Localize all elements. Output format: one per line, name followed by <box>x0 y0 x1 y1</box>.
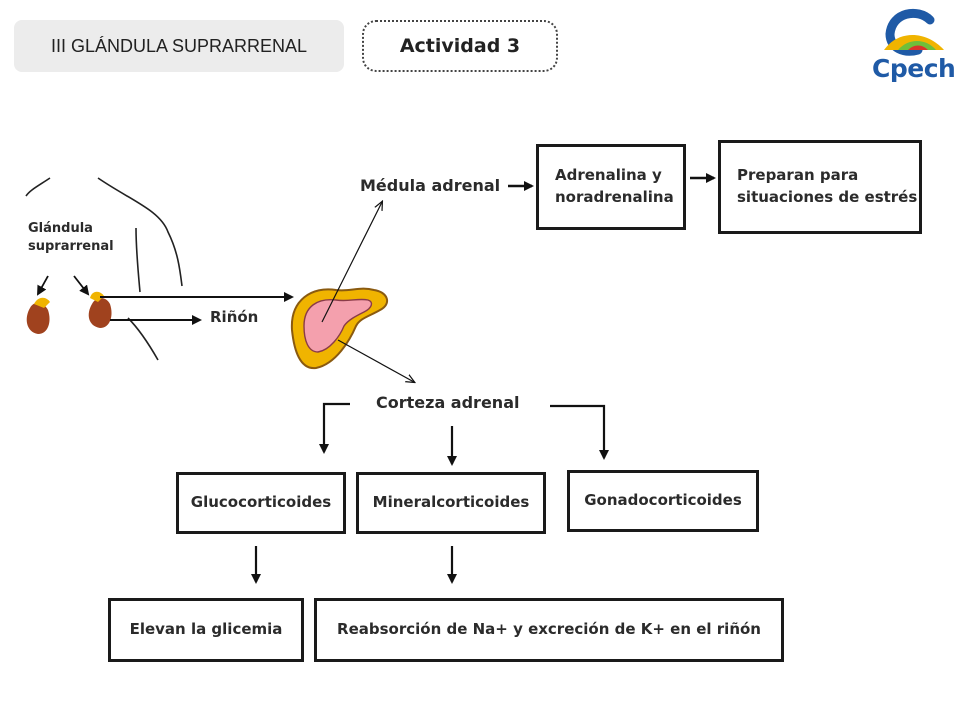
gland-pointer-arrows <box>37 275 90 296</box>
gonadocorticoids-box: Gonadocorticoides <box>567 470 759 532</box>
kidney-label: Riñón <box>210 308 259 326</box>
adrenaline-text: Adrenalina y noradrenalina <box>555 166 674 206</box>
glucocorticoids-box: Glucocorticoides <box>176 472 346 534</box>
kidney-left-icon <box>26 297 50 334</box>
mineralocorticoids-text: Mineralcorticoides <box>372 493 530 512</box>
body-silhouette <box>25 177 183 361</box>
kidney-right-icon <box>88 291 112 328</box>
gonadocorticoids-text: Gonadocorticoides <box>584 491 742 510</box>
body-to-gland-arrows <box>100 292 294 325</box>
cpech-logo-icon <box>884 8 944 56</box>
mineralocorticoids-box: Mineralcorticoides <box>356 472 546 534</box>
stress-text: Preparan para situaciones de estrés <box>737 166 918 206</box>
glucocorticoids-text: Glucocorticoides <box>190 493 332 512</box>
glycemia-text: Elevan la glicemia <box>129 620 283 639</box>
adrenal-gland-enlarged-icon <box>290 287 389 370</box>
activity-badge: Actividad 3 <box>362 20 558 72</box>
adrenaline-box: Adrenalina y noradrenalina <box>536 144 686 230</box>
logo-text: Cpech <box>872 54 956 83</box>
cortex-branch-arrows <box>319 402 609 466</box>
glycemia-box: Elevan la glicemia <box>108 598 304 662</box>
reabsorption-box: Reabsorción de Na+ y excreción de K+ en … <box>314 598 784 662</box>
cortex-pointer-line <box>337 339 414 382</box>
cortex-label: Corteza adrenal <box>376 393 520 412</box>
medulla-pointer-line <box>321 202 382 323</box>
reabsorption-text: Reabsorción de Na+ y excreción de K+ en … <box>337 620 761 639</box>
medulla-label: Médula adrenal <box>360 176 501 195</box>
result-arrows <box>251 546 457 584</box>
stress-box: Preparan para situaciones de estrés <box>718 140 922 234</box>
gland-label: Glándula suprarrenal <box>28 221 114 254</box>
slide-title: III GLÁNDULA SUPRARRENAL <box>14 20 344 72</box>
